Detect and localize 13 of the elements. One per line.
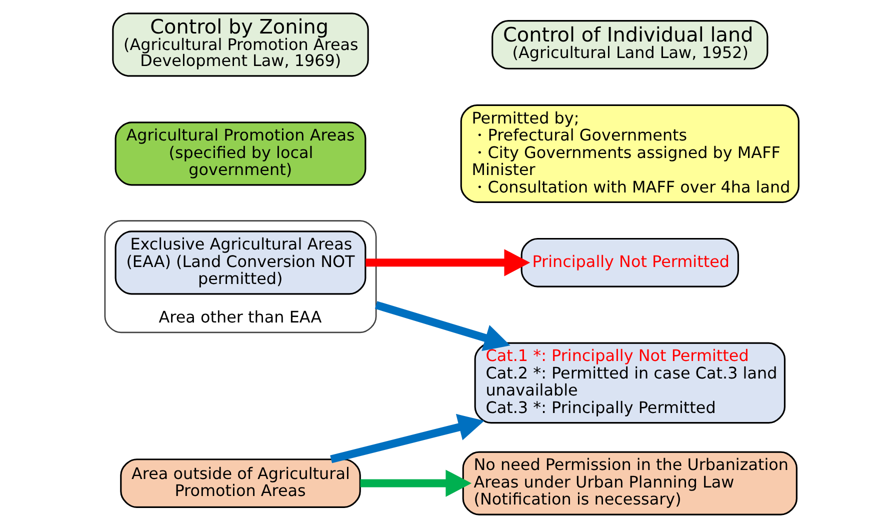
node-box: No need Permission in the Urbanization Areas under Urban Planning Law (Notification is necessary) bbox=[462, 451, 798, 516]
node-box: Principally Not Permitted bbox=[520, 238, 740, 288]
node-box: Permitted by; ・Prefectural Governments ・City Governments assigned by MAFF Minister ・Consultation with MAFF over 4ha land bbox=[460, 104, 800, 203]
node-box: Exclusive Agricultural Areas (EAA) (Land Conversion NOT permitted) bbox=[114, 230, 366, 295]
node-box: Cat.1 *: Principally Not Permitted Cat.2 *: Permitted in case Cat.3 land unavailable Cat.3 *: Principally Permitted bbox=[474, 342, 786, 424]
node-box: Control by Zoning (Agricultural Promotion Areas Development Law, 1969) bbox=[112, 12, 369, 77]
node-box: Area outside of Agricultural Promotion Areas bbox=[120, 458, 361, 508]
node-box: Control of Individual land (Agricultural Land Law, 1952) bbox=[492, 20, 768, 70]
arrow bbox=[366, 249, 530, 276]
arrow bbox=[360, 470, 472, 497]
arrow bbox=[330, 414, 484, 464]
arrow bbox=[374, 301, 510, 352]
node-box: Agricultural Promotion Areas (specified by local government) bbox=[114, 122, 366, 186]
